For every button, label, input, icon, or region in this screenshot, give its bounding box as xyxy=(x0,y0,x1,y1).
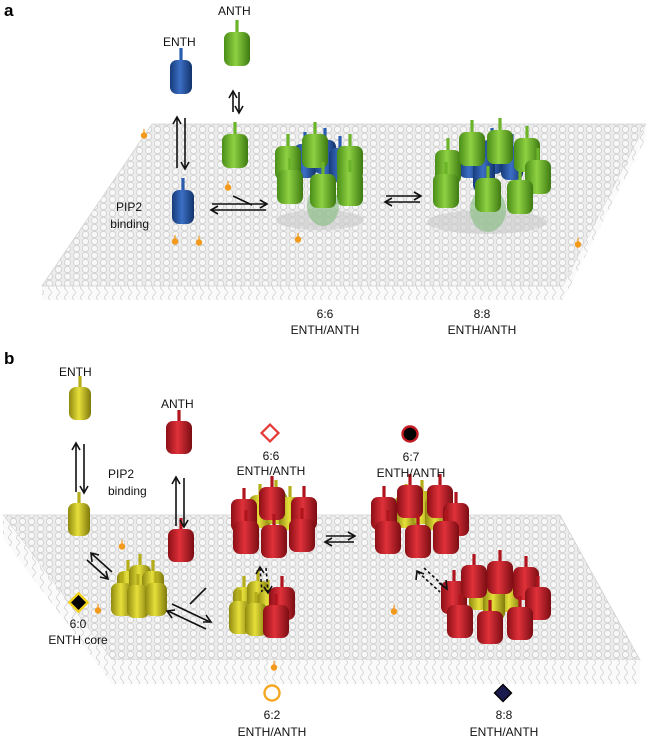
complex-67-name: ENTH/ANTH xyxy=(377,466,446,480)
complex-60-ratio: 6:0 xyxy=(70,617,87,631)
enth-free-b xyxy=(69,376,91,420)
equilibrium-arrows-a xyxy=(172,89,423,215)
enth-free-a xyxy=(170,48,192,94)
complex-67-b xyxy=(371,474,469,558)
complex-88-a-name: ENTH/ANTH xyxy=(448,323,517,337)
anth-free-b xyxy=(166,410,192,454)
complex-88-a xyxy=(427,118,551,234)
pip2-label-b-line2: binding xyxy=(108,484,147,498)
complex-66-b-ratio: 6:6 xyxy=(263,449,280,463)
complex-66-a-ratio: 6:6 xyxy=(317,307,334,321)
symbol-67-filled-circle xyxy=(401,425,419,443)
anth-label-a: ANTH xyxy=(218,4,251,18)
complex-62-ratio: 6:2 xyxy=(264,708,281,722)
panel-b-letter: b xyxy=(4,349,14,368)
anth-label-b: ANTH xyxy=(161,397,194,411)
complex-67-ratio: 6:7 xyxy=(403,450,420,464)
complex-66-a xyxy=(275,122,364,230)
enth-label-b: ENTH xyxy=(59,365,92,379)
complex-88-a-ratio: 8:8 xyxy=(474,307,491,321)
complex-88-b-name: ENTH/ANTH xyxy=(470,725,539,739)
complex-66-a-name: ENTH/ANTH xyxy=(291,323,360,337)
symbol-62-open-circle xyxy=(263,684,281,702)
complex-60-name: ENTH core xyxy=(48,633,108,647)
symbol-88-diamond xyxy=(493,683,513,703)
symbol-66-open-diamond xyxy=(259,422,281,444)
pip2-label-b-line1: PIP2 xyxy=(108,467,134,481)
equilibrium-arrows-b xyxy=(71,441,357,630)
symbol-60-diamond xyxy=(67,591,90,614)
pip2-label-a-line1: PIP2 xyxy=(116,200,142,214)
anth-free-a xyxy=(224,20,250,66)
enth-label-a: ENTH xyxy=(163,35,196,49)
complex-88-b-ratio: 8:8 xyxy=(496,708,513,722)
complex-66-b xyxy=(231,476,317,558)
complex-66-b-name: ENTH/ANTH xyxy=(237,464,306,478)
complex-62-name: ENTH/ANTH xyxy=(238,725,307,739)
enth-bound-b xyxy=(68,492,90,536)
panel-a-letter: a xyxy=(4,1,14,20)
pip2-label-a-line2: binding xyxy=(110,217,149,231)
